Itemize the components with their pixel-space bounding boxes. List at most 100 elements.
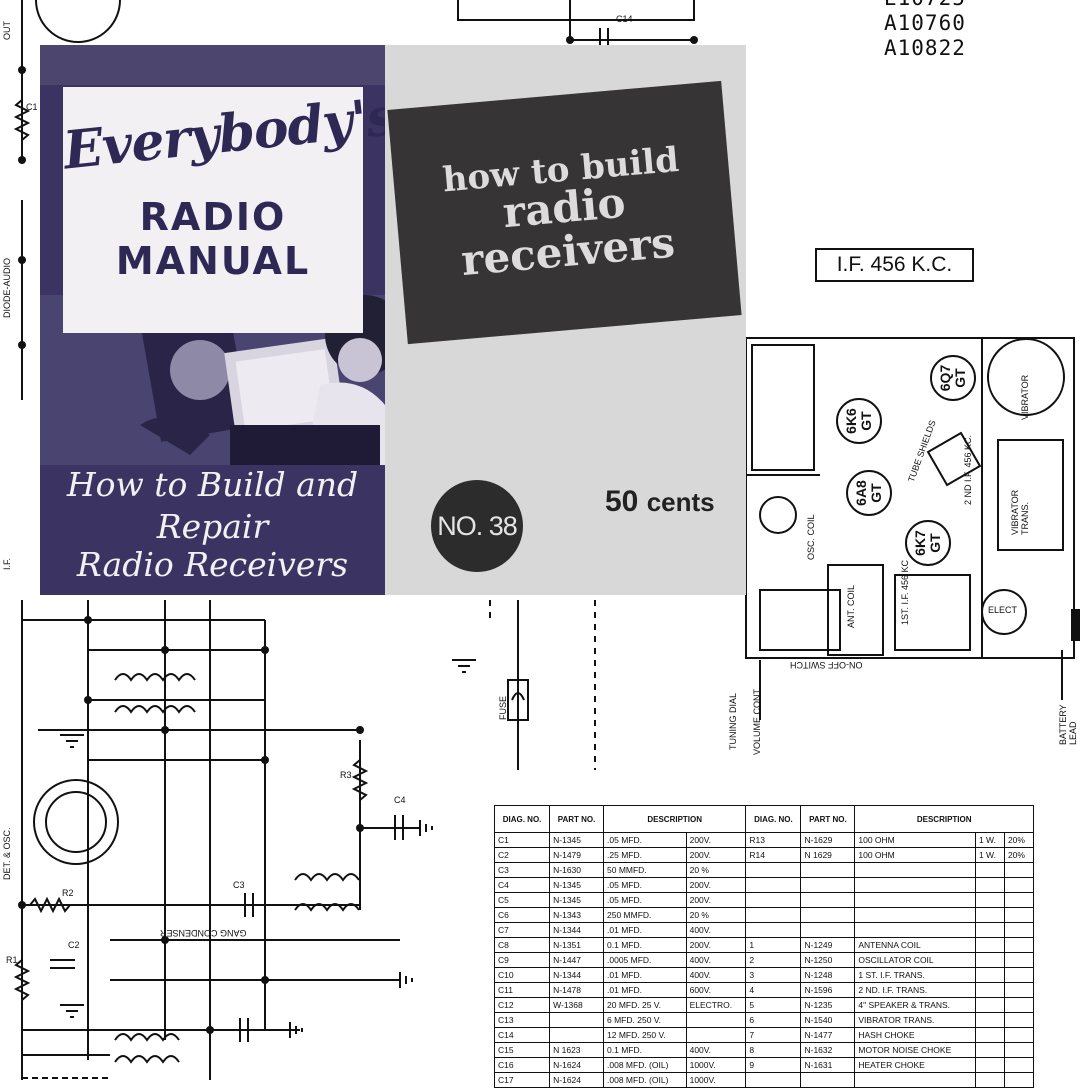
table-cell [974, 1072, 1005, 1088]
price-amount: 50 [605, 485, 639, 518]
table-cell: .01 MFD. [603, 967, 687, 983]
table-cell: 8 [745, 1042, 802, 1058]
table-cell: 200V. [685, 847, 747, 863]
part-number: A10760 [884, 11, 966, 35]
cover-subtitle-line3: Radio Receivers [76, 545, 349, 584]
table-cell [1003, 862, 1035, 878]
table-cell: N-1345 [549, 892, 605, 908]
table-cell [974, 907, 1005, 923]
table-cell: N 1629 [800, 847, 856, 863]
component-label: R1 [6, 955, 18, 965]
table-cell [974, 1057, 1005, 1073]
table-cell: C13 [493, 1012, 551, 1028]
tube-6k6gt: 6K6 GT [836, 398, 882, 444]
book-cover-radio-manual: Everybody's RADIO MANUAL How to Build an… [40, 45, 385, 595]
table-cell: C3 [493, 862, 551, 878]
table-cell [854, 862, 976, 878]
table-cell [1003, 997, 1035, 1013]
table-cell: 6 [745, 1012, 802, 1028]
table-cell: 1000V. [685, 1072, 747, 1088]
table-cell: N-1248 [800, 967, 856, 983]
table-cell: C4 [493, 877, 551, 893]
table-cell: 200V. [685, 892, 747, 908]
table-cell [685, 1027, 747, 1043]
table-header: DESCRIPTION [854, 805, 1034, 833]
table-cell: 5 [745, 997, 802, 1013]
table-cell: N-1596 [800, 982, 856, 998]
gang-condenser-label: GANG CONDENSER [160, 928, 247, 938]
table-cell: 1 W. [974, 847, 1005, 863]
component-label: C4 [394, 795, 406, 805]
table-cell: 0.1 MFD. [603, 1042, 687, 1058]
table-cell [974, 862, 1005, 878]
table-cell: .01 MFD. [603, 982, 687, 998]
table-cell: .008 MFD. (OIL) [603, 1057, 687, 1073]
table-cell: 250 MMFD. [603, 907, 687, 923]
table-cell: 1 [745, 937, 802, 953]
table-cell: N-1478 [549, 982, 605, 998]
table-cell [974, 1027, 1005, 1043]
table-cell: MOTOR NOISE CHOKE [854, 1042, 976, 1058]
table-cell [685, 1012, 747, 1028]
table-cell [800, 892, 856, 908]
table-header: DIAG. NO. [745, 805, 802, 833]
component-label: C3 [233, 880, 245, 890]
table-cell: .25 MFD. [603, 847, 687, 863]
table-cell [974, 997, 1005, 1013]
component-label: R3 [340, 770, 352, 780]
table-cell: C10 [493, 967, 551, 983]
cover-title-line2: MANUAL [115, 239, 311, 283]
part-number: E10725 [884, 0, 966, 11]
elect-label: ELECT [988, 605, 1018, 615]
table-cell [974, 877, 1005, 893]
table-cell [974, 1012, 1005, 1028]
table-cell [974, 1042, 1005, 1058]
cover-subtitle-line1: How to Build and [66, 465, 359, 504]
table-cell: 100 OHM [854, 847, 976, 863]
table-cell: 20% [1003, 832, 1035, 848]
table-cell [1003, 967, 1035, 983]
table-cell: 200V. [685, 937, 747, 953]
table-cell: 50 MMFD. [603, 862, 687, 878]
table-cell: 400V. [685, 1042, 747, 1058]
table-cell [745, 892, 802, 908]
table-cell: C6 [493, 907, 551, 923]
table-cell [745, 1072, 802, 1088]
table-cell: 200V. [685, 832, 747, 848]
table-cell: 1000V. [685, 1057, 747, 1073]
table-cell: 20 % [685, 907, 747, 923]
table-cell [1003, 877, 1035, 893]
table-cell: N-1235 [800, 997, 856, 1013]
table-cell: .05 MFD. [603, 892, 687, 908]
table-cell [745, 907, 802, 923]
table-cell [1003, 982, 1035, 998]
table-cell [800, 1072, 856, 1088]
det-osc-label: DET. & OSC. [2, 827, 12, 880]
ant-coil-label: ANT. COIL [846, 584, 856, 628]
table-cell: 3 [745, 967, 802, 983]
tube-6k7gt: 6K7 GT [905, 520, 951, 566]
cover-subtitle-line2: Repair [156, 507, 269, 546]
table-cell [974, 982, 1005, 998]
table-cell: N-1479 [549, 847, 605, 863]
table-cell: 100 OHM [854, 832, 976, 848]
table-cell: N-1477 [800, 1027, 856, 1043]
table-cell: N-1344 [549, 922, 605, 938]
table-cell: C15 [493, 1042, 551, 1058]
table-cell [974, 967, 1005, 983]
table-cell [800, 907, 856, 923]
table-cell: 0.1 MFD. [603, 937, 687, 953]
component-label: C14 [616, 14, 633, 24]
table-cell [854, 907, 976, 923]
table-cell: N-1249 [800, 937, 856, 953]
output-label: OUT [2, 21, 12, 40]
